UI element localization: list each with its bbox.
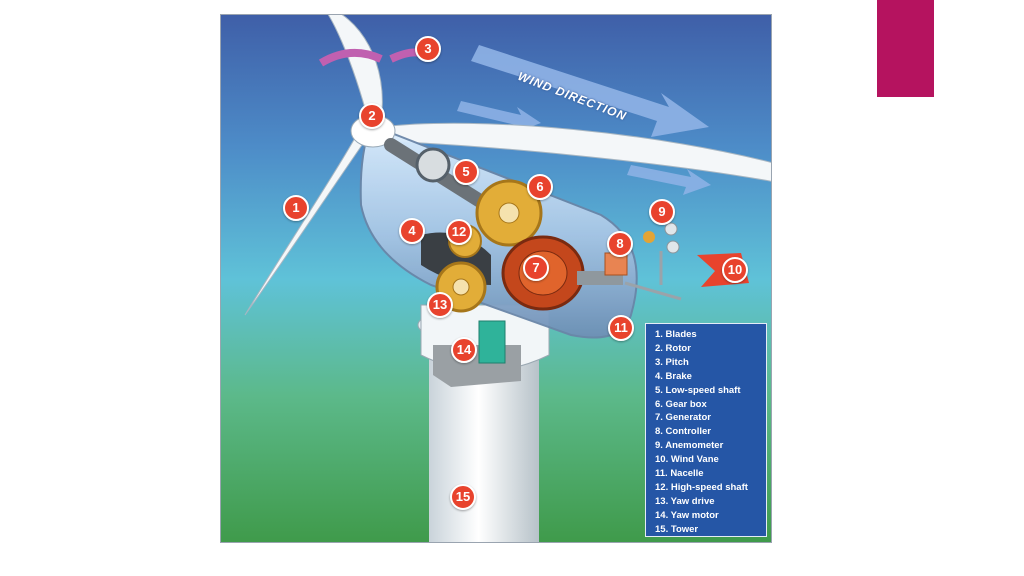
marker-tower: 15 [450,484,476,510]
marker-gear-box: 6 [527,174,553,200]
marker-blades: 1 [283,195,309,221]
legend-item: 12. High-speed shaft [655,481,748,493]
legend-item: 11. Nacelle [655,468,704,480]
legend-item: 15. Tower [655,523,699,535]
legend-box: 1. Blades 2. Rotor 3. Pitch 4. Brake 5. … [645,323,767,537]
marker-anemometer: 9 [649,199,675,225]
marker-wind-vane: 10 [722,257,748,283]
marker-rotor: 2 [359,103,385,129]
wind-turbine-diagram: WIND DIRECTION 1 2 3 4 5 6 7 8 9 10 11 1… [220,14,772,543]
marker-brake: 4 [399,218,425,244]
marker-low-speed-shaft: 5 [453,159,479,185]
marker-controller: 8 [607,231,633,257]
marker-pitch: 3 [415,36,441,62]
marker-yaw-drive: 13 [427,292,453,318]
legend-item: 3. Pitch [655,356,689,368]
legend-item: 2. Rotor [655,342,691,354]
legend-item: 9. Anemometer [655,440,724,452]
marker-nacelle: 11 [608,315,634,341]
legend-item: 13. Yaw drive [655,495,715,507]
legend-item: 4. Brake [655,370,692,382]
legend-item: 7. Generator [655,412,711,424]
legend-item: 10. Wind Vane [655,454,719,466]
marker-high-speed-shaft: 12 [446,219,472,245]
marker-yaw-motor: 14 [451,337,477,363]
legend-item: 8. Controller [655,426,711,438]
legend-item: 5. Low-speed shaft [655,384,741,396]
slide-accent-bar [877,0,934,97]
marker-generator: 7 [523,255,549,281]
legend-item: 14. Yaw motor [655,509,719,521]
legend-item: 6. Gear box [655,398,707,410]
legend-item: 1. Blades [655,329,697,340]
